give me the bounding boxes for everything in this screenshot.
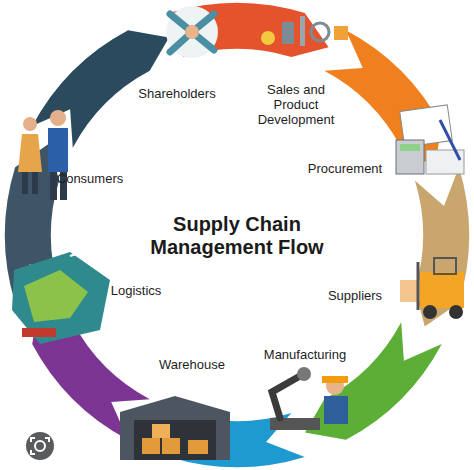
logistics-label: Logistics: [91, 283, 181, 298]
flow-arrow: [415, 167, 469, 326]
sales-label: Sales and Product Development: [248, 82, 344, 127]
consumers-label: Consumers: [40, 171, 140, 186]
suppliers-label: Suppliers: [310, 288, 400, 303]
consumers: [18, 110, 68, 200]
logistics-map: [12, 248, 110, 344]
forklift: [400, 258, 464, 319]
lens-icon: [26, 432, 54, 460]
shareholders-label: Shareholders: [122, 86, 232, 101]
arrow-ring: [5, 3, 469, 467]
procurement-papers: [396, 105, 464, 174]
hands-illustration: [166, 6, 218, 58]
manufacturing-label: Manufacturing: [250, 347, 360, 362]
procurement-label: Procurement: [290, 161, 400, 176]
warehouse: [120, 396, 230, 460]
diagram-title: Supply Chain Management Flow: [142, 213, 332, 259]
flow-arrow: [305, 322, 442, 440]
warehouse-label: Warehouse: [142, 357, 242, 372]
sales-icons: [261, 16, 348, 46]
manufacturing-robot: [270, 367, 348, 430]
